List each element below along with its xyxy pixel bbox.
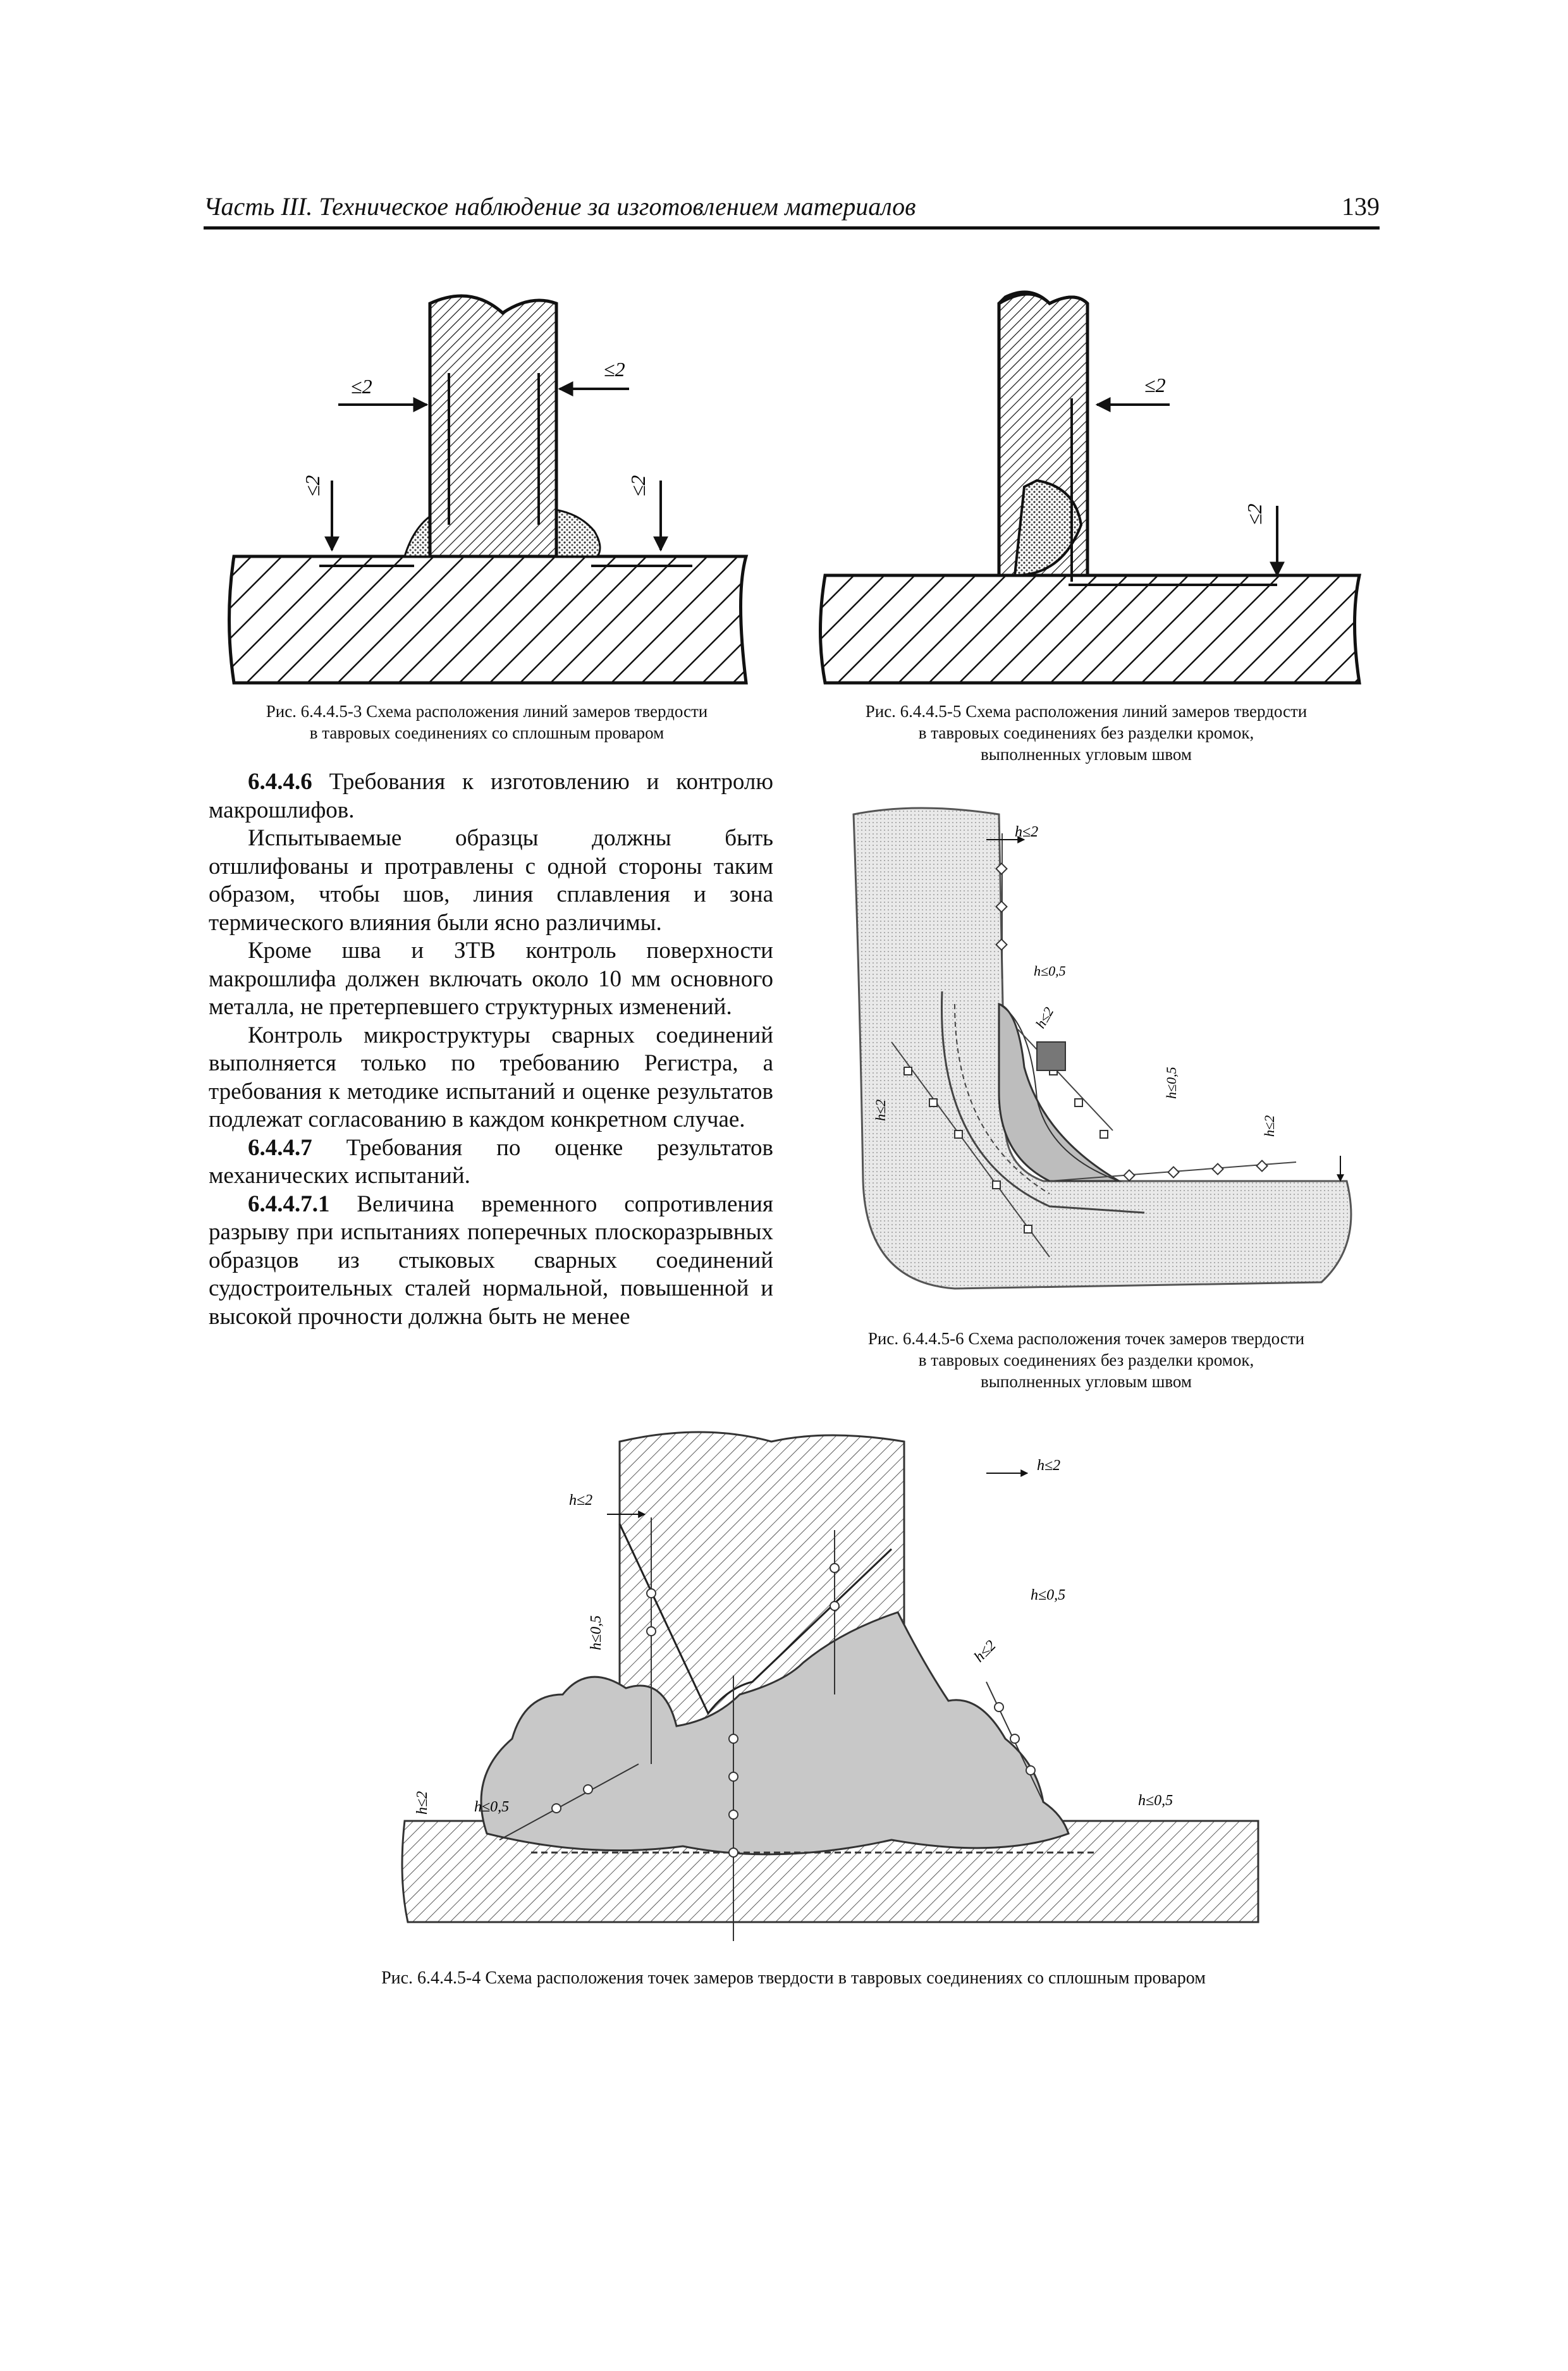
dim-label: ≤2 — [301, 475, 324, 496]
body-text: 6.4.4.6 Требования к изготовлению и конт… — [209, 768, 773, 1331]
dim-label: h≤2 — [971, 1638, 1000, 1666]
dim-label: ≤2 — [1243, 503, 1266, 525]
paragraph: Испытываемые образцы должны быть отшлифо… — [209, 825, 773, 936]
figure-5-caption: Рис. 6.4.4.5-5 Схема расположения линий … — [865, 702, 1308, 764]
dim-label: h≤0,5 — [474, 1799, 509, 1815]
section-heading-6-4-4-6: 6.4.4.6 Требования к изготовлению и конт… — [209, 769, 773, 823]
figure-6-4-4-5-4: h≤2 h≤2 h≤0,5 h≤0,5 h≤2 h≤2 h≤0,5 h≤0,5 — [398, 1423, 1271, 2371]
paragraph: Кроме шва и ЗТВ контроль поверхности мак… — [209, 938, 773, 1020]
dim-label: ≤2 — [627, 475, 649, 496]
dim-label: h≤0,5 — [1163, 1067, 1179, 1099]
page-number: 139 — [1342, 192, 1380, 221]
dim-label: h≤2 — [1015, 824, 1038, 840]
figure-4-drawing: h≤2 h≤2 h≤0,5 h≤0,5 h≤2 h≤2 h≤0,5 h≤0,5 — [401, 1431, 1259, 1941]
paragraph-6-4-4-7-1: 6.4.4.7.1 Величина временного сопротивле… — [209, 1191, 773, 1330]
dim-label: h≤0,5 — [588, 1615, 604, 1650]
dim-label: h≤2 — [873, 1100, 888, 1121]
figure-6-drawing: h≤2 h≤0,5 h≤2 h≤0,5 h≤2 h≤2 — [852, 807, 1352, 1290]
dim-label: h≤2 — [569, 1492, 592, 1509]
paragraph: Контроль микроструктуры сварных соединен… — [209, 1022, 773, 1133]
dim-label: h≤2 — [414, 1791, 431, 1815]
header-title: Часть III. Техническое наблюдение за изг… — [204, 192, 916, 221]
dim-label: ≤2 — [604, 358, 625, 381]
figure-6-4-4-5-3: ≤2 ≤2 ≤2 ≤2 — [224, 278, 749, 695]
dim-label: h≤0,5 — [1031, 1587, 1065, 1603]
figure-3-drawing: ≤2 ≤2 ≤2 ≤2 — [228, 294, 749, 685]
dim-label: h≤2 — [1261, 1115, 1277, 1137]
dim-label: h≤2 — [1037, 1457, 1060, 1474]
figure-4-caption: Рис. 6.4.4.5-4 Схема расположения точек … — [381, 1968, 1206, 1988]
dim-label: h≤2 — [1032, 1004, 1057, 1031]
dim-label: h≤0,5 — [1034, 963, 1066, 979]
figure-5-drawing: ≤2 ≤2 — [819, 290, 1362, 685]
dim-label: ≤2 — [1144, 374, 1166, 396]
figure-6-4-4-5-6: h≤2 h≤0,5 h≤2 h≤0,5 h≤2 h≤2 — [841, 802, 1366, 1301]
figure-6-4-4-5-5: ≤2 ≤2 — [816, 278, 1372, 695]
dim-label: h≤0,5 — [1138, 1792, 1173, 1809]
running-header: Часть III. Техническое наблюдение за изг… — [204, 190, 1380, 230]
figure-6-caption: Рис. 6.4.4.5-6 Схема расположения точек … — [867, 1329, 1305, 1391]
dim-label: ≤2 — [351, 375, 372, 398]
section-heading-6-4-4-7: 6.4.4.7 Требования по оценке результатов… — [209, 1134, 773, 1189]
figure-3-caption: Рис. 6.4.4.5-3 Схема расположения линий … — [266, 702, 708, 742]
